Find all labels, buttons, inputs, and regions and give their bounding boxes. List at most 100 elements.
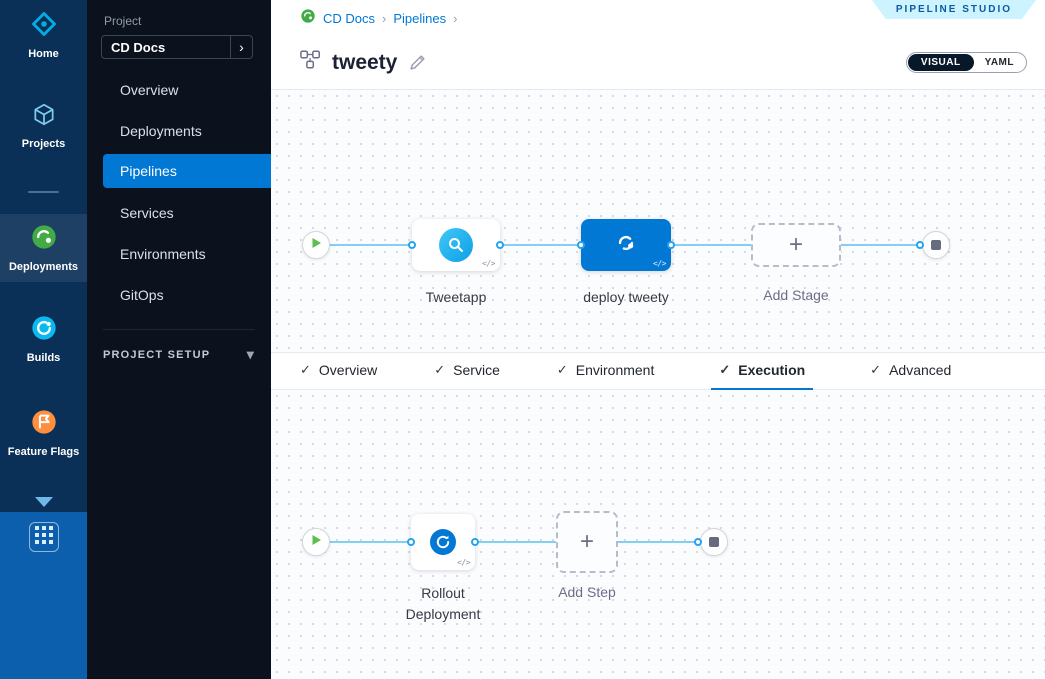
check-icon: ✓ — [719, 362, 731, 377]
rail-divider — [28, 191, 59, 193]
cd-module-icon — [300, 8, 316, 29]
project-setup-label: PROJECT SETUP — [103, 348, 211, 361]
add-step-button[interactable]: + — [556, 511, 618, 573]
chevron-down-icon: ▾ — [246, 346, 255, 362]
step-node-rollout-deployment[interactable]: </> — [411, 514, 475, 570]
chevron-right-icon[interactable]: › — [230, 36, 252, 58]
tab-label: Service — [453, 362, 500, 378]
pipeline-studio-badge: PIPELINE STUDIO — [872, 0, 1036, 19]
rail-item-label: Deployments — [8, 261, 79, 273]
stage-node-tweetapp[interactable]: </> — [412, 219, 500, 271]
tab-environment[interactable]: ✓ Environment — [557, 352, 655, 390]
tab-label: Environment — [575, 362, 655, 378]
stage-config-tabs: ✓ Overview ✓ Service ✓ Environment ✓ Exe… — [271, 352, 1045, 390]
project-selector[interactable]: CD Docs › — [101, 35, 253, 59]
check-icon: ✓ — [300, 362, 311, 377]
tab-execution[interactable]: ✓ Execution — [711, 352, 814, 390]
execution-connector-line — [316, 541, 700, 543]
connector-dot — [407, 538, 415, 546]
tab-label: Execution — [738, 362, 806, 378]
module-picker-area — [0, 512, 87, 679]
stage-label-tweetapp: Tweetapp — [425, 289, 487, 305]
visual-yaml-toggle: VISUAL YAML — [905, 52, 1027, 73]
rail-expand-chevron[interactable] — [0, 494, 87, 512]
check-icon: ✓ — [434, 362, 446, 377]
play-icon — [311, 236, 322, 254]
rollout-deployment-icon — [430, 529, 456, 555]
module-rail: Home Projects Deployments Builds Feature… — [0, 0, 87, 679]
add-stage-button[interactable]: + — [751, 223, 841, 267]
builds-ci-icon — [30, 314, 58, 345]
code-toggle-icon: </> — [482, 259, 495, 268]
code-toggle-icon: </> — [457, 558, 470, 567]
stage-node-deploy-tweety[interactable]: </> — [581, 219, 671, 271]
page-title: tweety — [332, 50, 398, 74]
sidebar-item-pipelines[interactable]: Pipelines — [103, 154, 271, 188]
connector-dot — [496, 241, 504, 249]
tab-service[interactable]: ✓ Service — [434, 352, 500, 390]
sidebar-item-home[interactable]: Home — [0, 10, 87, 60]
pipeline-start-node[interactable] — [302, 231, 330, 259]
rail-item-label: Projects — [21, 138, 66, 150]
connector-dot — [471, 538, 479, 546]
sidebar-item-projects[interactable]: Projects — [0, 102, 87, 150]
projects-icon — [31, 102, 57, 131]
rail-item-label: Home — [28, 48, 59, 60]
execution-canvas: </> + Rollout Deployment Add Step — [271, 390, 1045, 678]
plus-icon: + — [579, 528, 594, 555]
sidebar-item-environments[interactable]: Environments — [120, 245, 206, 262]
pipeline-title-row: tweety VISUAL YAML — [271, 36, 1045, 90]
sidebar-item-builds[interactable]: Builds — [0, 314, 87, 364]
add-step-label: Add Step — [558, 584, 616, 600]
tab-advanced[interactable]: ✓ Advanced — [870, 352, 951, 390]
rail-item-label: Builds — [26, 352, 61, 364]
deploy-stage-icon — [613, 230, 639, 261]
connector-dot — [694, 538, 702, 546]
sidebar-item-services[interactable]: Services — [120, 204, 174, 221]
plus-icon: + — [788, 231, 803, 258]
sidebar-item-overview[interactable]: Overview — [120, 81, 179, 98]
project-setup-toggle[interactable]: PROJECT SETUP ▾ — [103, 329, 255, 363]
chevron-down-icon — [34, 494, 53, 512]
feature-flags-icon — [30, 408, 58, 439]
tab-label: Advanced — [889, 362, 952, 378]
sidebar-item-feature-flags[interactable]: Feature Flags — [0, 408, 87, 458]
toggle-visual-button[interactable]: VISUAL — [907, 54, 974, 71]
stage-canvas: </> </> + Tweetapp deploy tweety Add Sta… — [271, 90, 1045, 352]
step-label-rollout-deployment: Rollout Deployment — [405, 585, 481, 622]
check-icon: ✓ — [870, 362, 882, 377]
sidebar-item-deployments[interactable]: Deployments — [120, 122, 202, 139]
deployments-cd-icon — [30, 223, 58, 254]
project-section-label: Project — [104, 14, 142, 28]
harness-logo-icon — [30, 10, 58, 41]
execution-end-node[interactable] — [700, 528, 728, 556]
tab-label: Overview — [318, 362, 378, 378]
grid-icon — [34, 525, 53, 549]
sidebar-item-deployments[interactable]: Deployments — [0, 214, 87, 282]
breadcrumb-project-link[interactable]: CD Docs — [323, 10, 376, 26]
connector-dot — [408, 241, 416, 249]
connector-dot — [577, 241, 585, 249]
toggle-yaml-button[interactable]: YAML — [984, 57, 1014, 68]
execution-start-node[interactable] — [302, 528, 330, 556]
connector-dot — [667, 241, 675, 249]
connector-dot — [916, 241, 924, 249]
tab-overview[interactable]: ✓ Overview — [300, 352, 377, 390]
stop-icon — [931, 240, 941, 250]
project-selector-value: CD Docs — [111, 39, 166, 55]
stop-icon — [709, 537, 719, 547]
rail-item-label: Feature Flags — [7, 446, 80, 458]
pipeline-end-node[interactable] — [922, 231, 950, 259]
chevron-right-icon: › — [382, 10, 387, 26]
add-stage-label: Add Stage — [763, 287, 829, 303]
pipeline-studio-main: PIPELINE STUDIO CD Docs › Pipelines › tw… — [271, 0, 1045, 679]
code-toggle-icon: </> — [653, 259, 666, 268]
check-icon: ✓ — [556, 362, 568, 377]
project-menu: Overview Deployments Pipelines Services … — [87, 69, 271, 315]
breadcrumb-pipelines-link[interactable]: Pipelines — [393, 10, 447, 26]
module-grid-button[interactable] — [28, 522, 59, 552]
stage-tweetapp-icon — [439, 228, 473, 262]
stage-label-deploy-tweety: deploy tweety — [583, 289, 669, 305]
edit-pipeline-name-icon[interactable] — [409, 54, 426, 71]
sidebar-item-gitops[interactable]: GitOps — [120, 286, 164, 303]
